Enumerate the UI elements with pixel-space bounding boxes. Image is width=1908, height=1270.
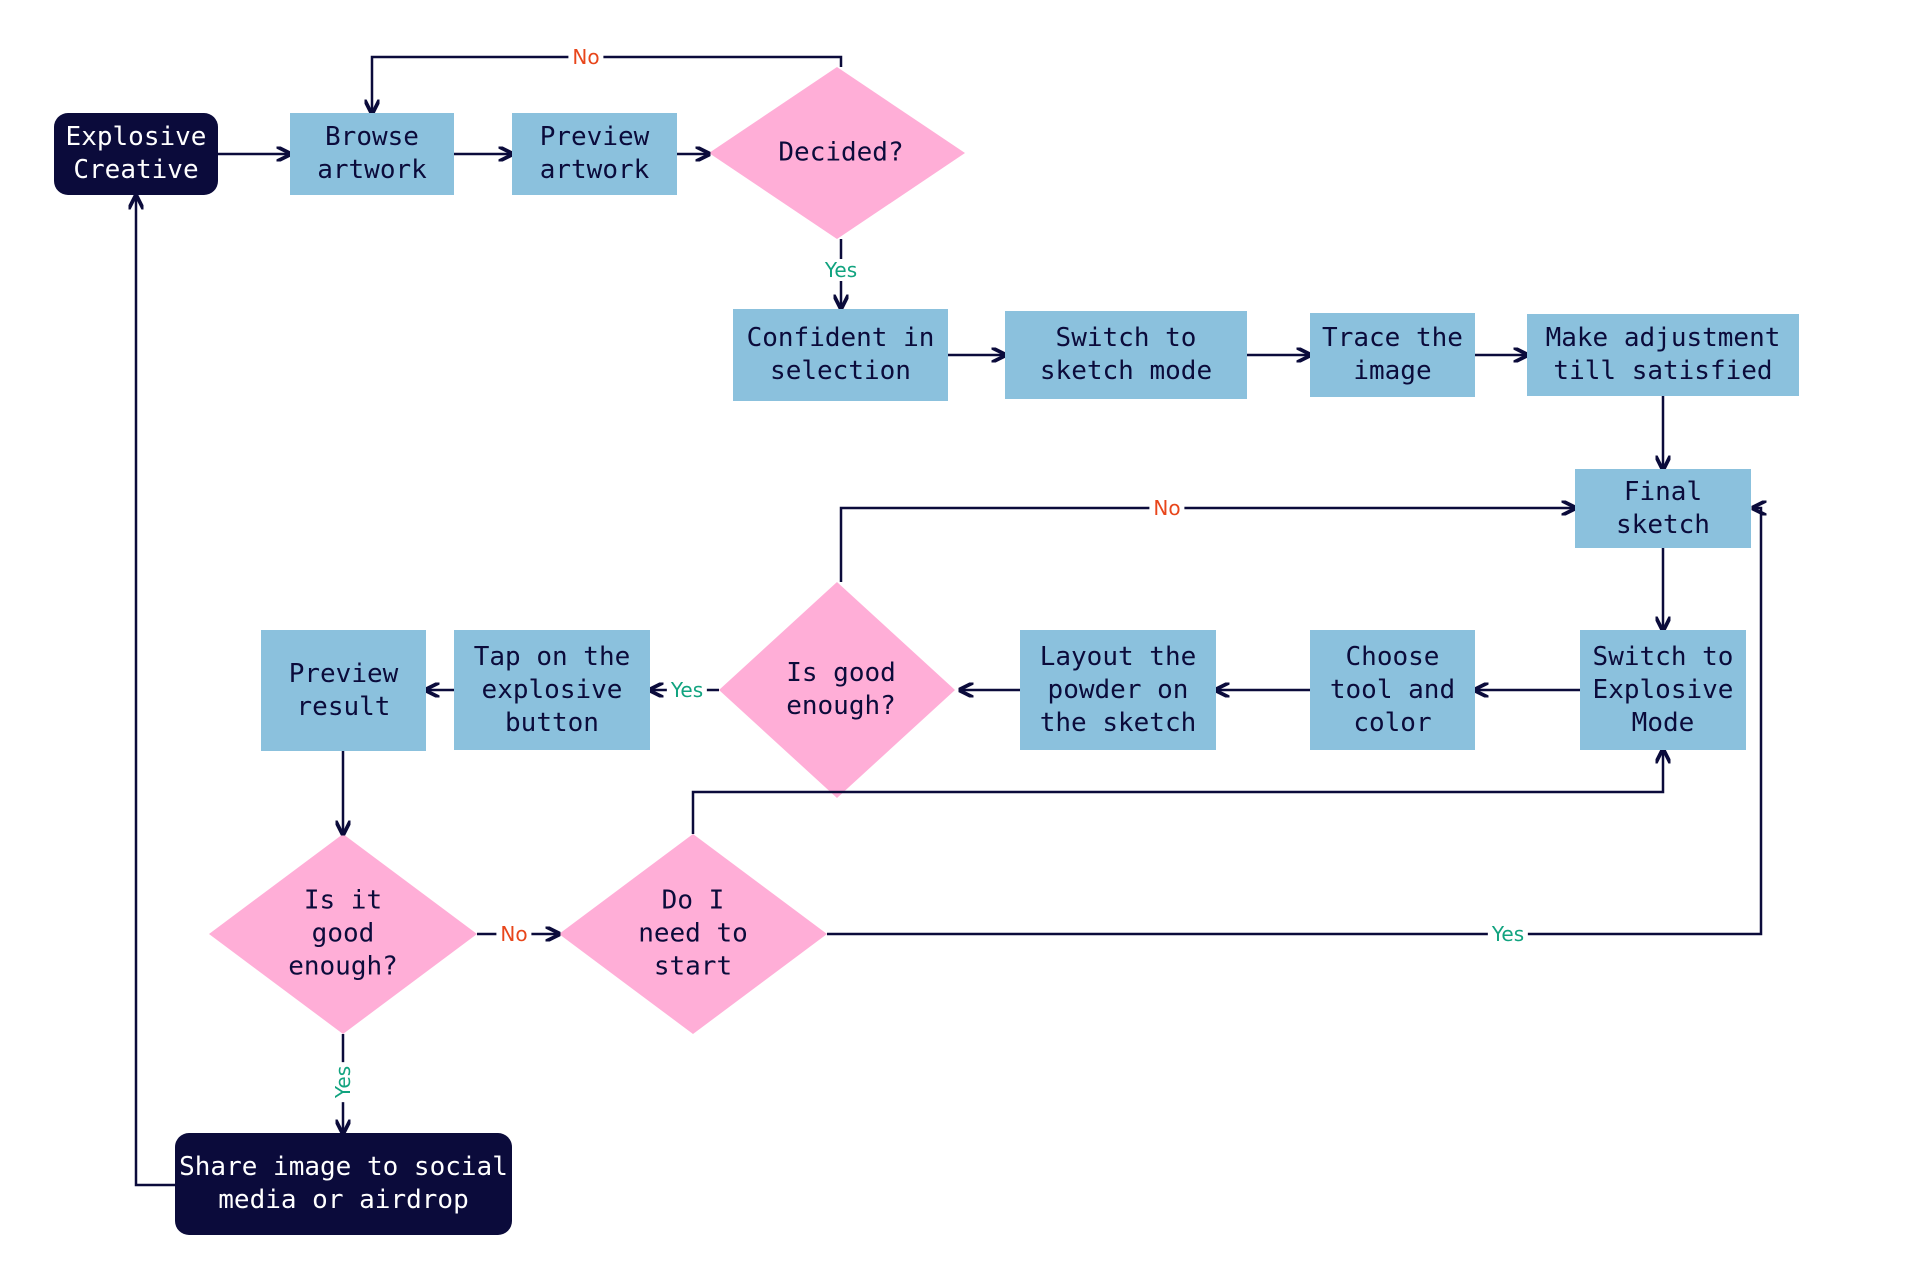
edge-label-good1-no: No: [1149, 497, 1185, 519]
edge-decided-no: [372, 55, 843, 113]
edge-good1-no: [839, 508, 1575, 582]
edge-label-decided-no: No: [568, 46, 604, 68]
node-switch-explosive-mode[interactable]: Switch to Explosive Mode: [1580, 630, 1746, 750]
edge-restart-up: [691, 750, 1663, 834]
edge-label-good1-yes: Yes: [666, 679, 708, 701]
node-trace-image[interactable]: Trace the image: [1310, 313, 1475, 397]
node-layout-powder[interactable]: Layout the powder on the sketch: [1020, 630, 1216, 750]
edge-label-good2-yes: Yes: [331, 1061, 355, 1103]
edge-restart-yes: [827, 508, 1761, 936]
node-preview-artwork[interactable]: Preview artwork: [512, 113, 677, 195]
edge-label-good2-no: No: [496, 923, 532, 945]
node-explosive-creative[interactable]: Explosive Creative: [54, 113, 218, 195]
node-share-image[interactable]: Share image to social media or airdrop: [175, 1133, 512, 1235]
node-switch-sketch-mode[interactable]: Switch to sketch mode: [1005, 311, 1247, 399]
edge-label-restart-yes: Yes: [1487, 923, 1529, 945]
edge-label-decided-yes: Yes: [820, 259, 862, 281]
decision-good-enough-1-diamond: [719, 582, 955, 798]
node-browse-artwork[interactable]: Browse artwork: [290, 113, 454, 195]
node-final-sketch[interactable]: Final sketch: [1575, 469, 1751, 548]
edge-share-to-creative: [136, 196, 175, 1187]
node-confident-selection[interactable]: Confident in selection: [733, 309, 948, 401]
node-tap-explosive-button[interactable]: Tap on the explosive button: [454, 630, 650, 750]
node-preview-result[interactable]: Preview result: [261, 630, 426, 751]
decision-decided-diamond: [709, 67, 965, 239]
node-decided[interactable]: Decided?: [778, 137, 904, 168]
node-choose-tool-color[interactable]: Choose tool and color: [1310, 630, 1475, 750]
node-do-i-need-to-start[interactable]: Do I need to start: [638, 885, 748, 982]
decision-need-restart-diamond: [559, 834, 827, 1034]
node-is-it-good-enough[interactable]: Is it good enough?: [288, 885, 398, 982]
decision-good-enough-2-diamond: [209, 834, 477, 1034]
node-is-good-enough-1[interactable]: Is good enough?: [786, 658, 896, 721]
node-make-adjustment[interactable]: Make adjustment till satisfied: [1527, 314, 1799, 396]
